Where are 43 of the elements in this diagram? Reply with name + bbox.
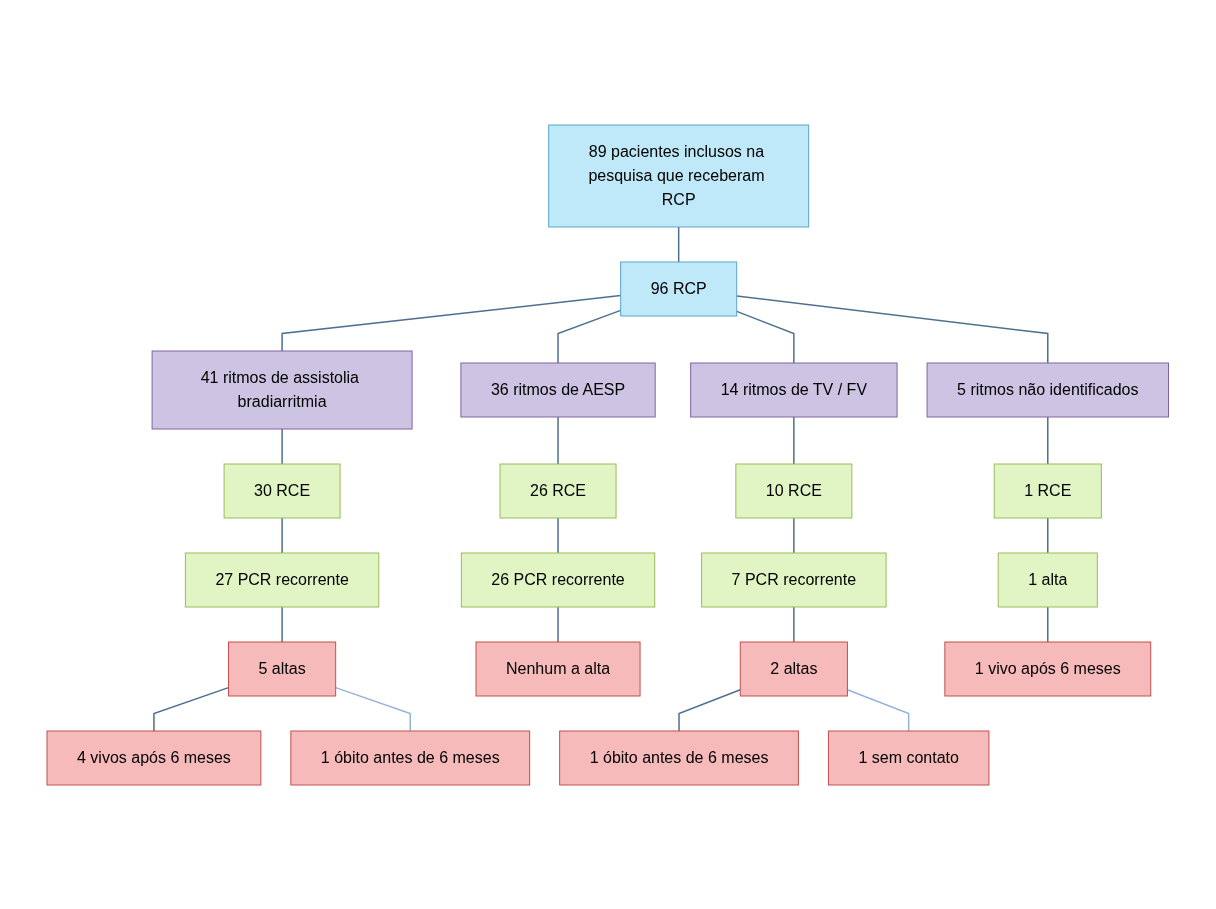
node-box: 10 RCE (735, 463, 853, 518)
node-box: 36 ritmos de AESP (460, 362, 656, 417)
connector (793, 605, 795, 643)
node-box: 89 pacientes inclusos na pesquisa que receberam RCP (548, 124, 810, 227)
connector (1047, 415, 1049, 465)
node-box: 1 óbito antes de 6 meses (290, 730, 531, 785)
connector (281, 605, 284, 643)
connector (557, 605, 560, 643)
node-box: 2 altas (740, 641, 849, 696)
node-box: 5 altas (228, 641, 337, 696)
node-box: 7 PCR recorrente (701, 552, 887, 607)
connector (793, 516, 795, 554)
connector (678, 225, 680, 263)
node-box: 1 sem contato (828, 730, 990, 785)
connector (281, 516, 284, 554)
connector (736, 310, 795, 364)
connector (335, 686, 412, 732)
node-box: 96 RCP (620, 261, 738, 316)
connector (557, 309, 622, 364)
node-box: 14 ritmos de TV / FV (690, 362, 898, 417)
connector (793, 415, 795, 465)
connector (281, 427, 284, 465)
node-box: 1 RCE (993, 463, 1103, 518)
node-box: 26 PCR recorrente (461, 552, 656, 607)
node-box: 4 vivos após 6 meses (46, 730, 262, 785)
node-box: 26 RCE (499, 463, 617, 518)
connector (153, 686, 230, 732)
node-box: 1 óbito antes de 6 meses (559, 730, 800, 785)
connector (1047, 605, 1049, 643)
connector (557, 415, 560, 465)
connector (736, 294, 1049, 364)
connector (281, 294, 622, 352)
node-box: 27 PCR recorrente (185, 552, 380, 607)
node-box: 41 ritmos de assistolia bradiarritmia (151, 350, 413, 429)
node-box: 5 ritmos não identificados (926, 362, 1170, 417)
connector (678, 688, 742, 732)
connector (557, 516, 560, 554)
node-box: 1 vivo após 6 meses (944, 641, 1152, 696)
node-box: 1 alta (997, 552, 1099, 607)
connector (846, 688, 910, 732)
connector (1047, 516, 1049, 554)
node-box: Nenhum a alta (475, 641, 641, 696)
node-box: 30 RCE (223, 463, 341, 518)
